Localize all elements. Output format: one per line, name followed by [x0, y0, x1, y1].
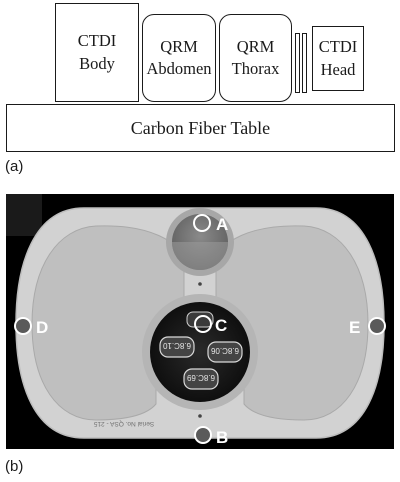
spacer-plate-2: [302, 33, 307, 93]
dosimeter-left: 6.8C.10: [159, 336, 195, 358]
serial-text: Serial No. QSA - 215: [93, 420, 154, 427]
marker-dot-bottom: [198, 414, 202, 418]
ctdi-head-phantom: CTDI Head: [312, 26, 364, 91]
qrm-abdomen-label: QRM Abdomen: [146, 36, 212, 78]
top-insert-fluid: [172, 242, 228, 270]
position-marker-b: B: [194, 426, 228, 447]
carbon-fiber-table: Carbon Fiber Table: [6, 104, 395, 152]
dosimeter-right: 6.8C.06: [207, 341, 243, 363]
position-label-a: A: [216, 215, 228, 234]
position-label-e: E: [349, 318, 360, 337]
insert-label-1: 6.8C.10: [162, 341, 191, 350]
position-label-c: C: [215, 316, 227, 335]
phantom-photo: 6.8C.10 6.8C.06 6.8C.69 Serial No. QSA -…: [6, 194, 394, 449]
position-label-b: B: [216, 428, 228, 447]
qrm-thorax-phantom: QRM Thorax: [219, 14, 292, 102]
qrm-thorax-label: QRM Thorax: [231, 36, 280, 78]
ctdi-head-label: CTDI Head: [318, 37, 358, 79]
panel-a-label: (a): [5, 158, 24, 175]
spacer-plate-1: [295, 33, 300, 93]
qrm-abdomen-phantom: QRM Abdomen: [142, 14, 216, 102]
position-label-d: D: [36, 318, 48, 337]
position-marker-a: A: [193, 214, 228, 234]
position-marker-c: C: [194, 315, 227, 335]
position-marker-e: E: [349, 317, 386, 337]
center-insert: [150, 302, 250, 402]
ctdi-body-phantom: CTDI Body: [55, 3, 139, 102]
marker-dot-top: [198, 282, 202, 286]
insert-label-2: 6.8C.06: [210, 346, 239, 355]
panel-b-label: (b): [5, 458, 24, 475]
ctdi-body-label: CTDI Body: [77, 31, 117, 73]
dosimeter-bottom: 6.8C.69: [183, 368, 219, 390]
phantom-photo-graphic: 6.8C.10 6.8C.06 6.8C.69 Serial No. QSA -…: [6, 194, 394, 449]
insert-label-3: 6.8C.69: [186, 373, 215, 382]
position-marker-d: D: [14, 317, 48, 337]
table-label: Carbon Fiber Table: [130, 117, 271, 138]
photo-corner-shadow: [6, 194, 42, 236]
